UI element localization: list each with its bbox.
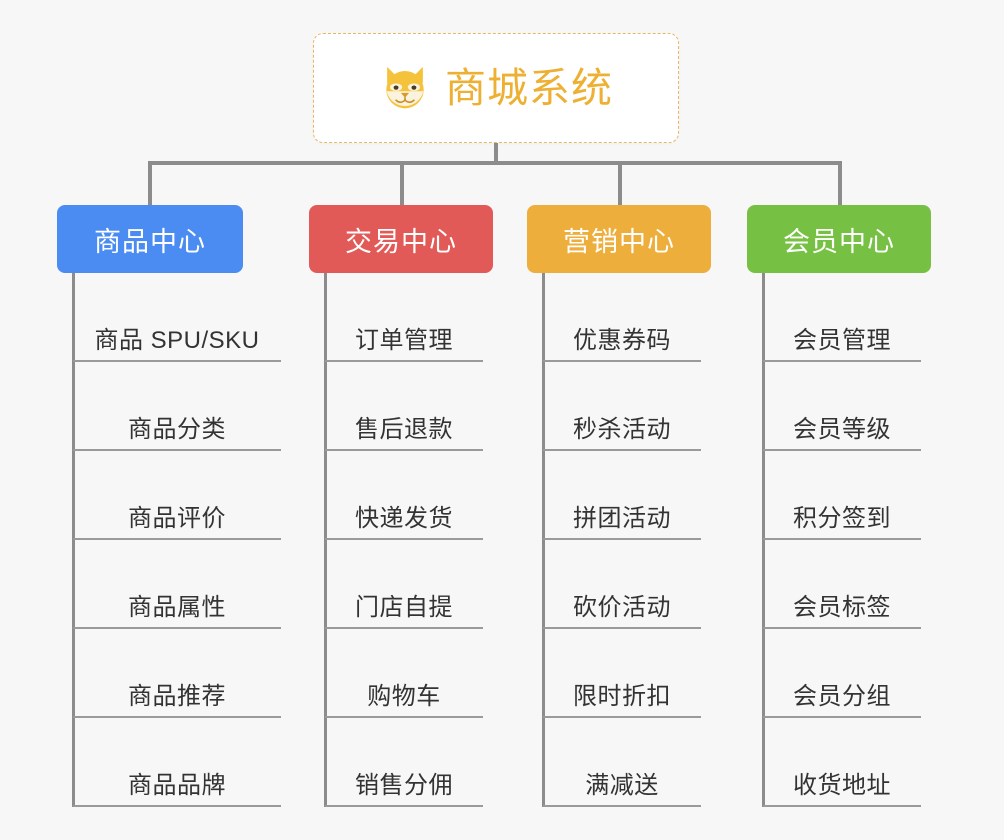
root-node-label: 商城系统: [445, 64, 613, 111]
connector-drop-trade-center: [400, 161, 404, 207]
connector-drop-member-center: [838, 161, 842, 207]
leaf-item-label: 商品属性: [128, 593, 226, 621]
root-node-mall-system[interactable]: 商城系统: [313, 33, 679, 143]
leaf-item-label: 优惠券码: [573, 326, 671, 354]
shiba-dog-face-icon: [386, 66, 424, 109]
column-trunk-product-center: [72, 273, 75, 807]
leaf-item[interactable]: 商品品牌: [73, 718, 281, 807]
column-trunk-trade-center: [324, 273, 327, 807]
leaf-item[interactable]: 优惠券码: [543, 273, 701, 362]
leaf-item[interactable]: 销售分佣: [325, 718, 483, 807]
leaf-list-member-center: 会员管理 会员等级 积分签到 会员标签 会员分组 收货地址: [763, 273, 921, 807]
leaf-item-label: 商品推荐: [128, 682, 226, 710]
leaf-item[interactable]: 商品分类: [73, 362, 281, 451]
leaf-item[interactable]: 商品 SPU/SKU: [73, 273, 281, 362]
leaf-item-label: 拼团活动: [573, 504, 671, 532]
leaf-list-product-center: 商品 SPU/SKU 商品分类 商品评价 商品属性 商品推荐 商品品牌: [73, 273, 281, 807]
category-header-trade-center[interactable]: 交易中心: [309, 205, 493, 273]
leaf-item[interactable]: 砍价活动: [543, 540, 701, 629]
connector-drop-marketing-center: [618, 161, 622, 207]
leaf-item-label: 会员等级: [793, 415, 891, 443]
leaf-item-label: 限时折扣: [573, 682, 671, 710]
category-header-label: 商品中心: [94, 226, 206, 257]
leaf-item-label: 订单管理: [355, 326, 453, 354]
leaf-item[interactable]: 商品评价: [73, 451, 281, 540]
leaf-item[interactable]: 商品推荐: [73, 629, 281, 718]
leaf-item-label: 会员标签: [793, 593, 891, 621]
column-trunk-member-center: [762, 273, 765, 807]
leaf-item[interactable]: 限时折扣: [543, 629, 701, 718]
category-header-member-center[interactable]: 会员中心: [747, 205, 931, 273]
leaf-item-label: 快递发货: [355, 504, 453, 532]
leaf-item[interactable]: 拼团活动: [543, 451, 701, 540]
leaf-item[interactable]: 会员分组: [763, 629, 921, 718]
leaf-item-label: 收货地址: [793, 771, 891, 799]
leaf-item[interactable]: 门店自提: [325, 540, 483, 629]
leaf-item[interactable]: 会员标签: [763, 540, 921, 629]
leaf-item-label: 会员管理: [793, 326, 891, 354]
leaf-item-label: 会员分组: [793, 682, 891, 710]
leaf-list-marketing-center: 优惠券码 秒杀活动 拼团活动 砍价活动 限时折扣 满减送: [543, 273, 701, 807]
leaf-item[interactable]: 秒杀活动: [543, 362, 701, 451]
leaf-item-label: 售后退款: [355, 415, 453, 443]
leaf-item[interactable]: 会员等级: [763, 362, 921, 451]
leaf-item[interactable]: 购物车: [325, 629, 483, 718]
leaf-item-label: 商品 SPU/SKU: [94, 326, 260, 354]
category-header-label: 会员中心: [783, 226, 895, 257]
leaf-item-label: 门店自提: [355, 593, 453, 621]
leaf-item[interactable]: 商品属性: [73, 540, 281, 629]
category-header-marketing-center[interactable]: 营销中心: [527, 205, 711, 273]
category-header-label: 营销中心: [563, 226, 675, 257]
leaf-item-label: 商品分类: [128, 415, 226, 443]
leaf-item-label: 砍价活动: [573, 593, 671, 621]
leaf-item-label: 积分签到: [793, 504, 891, 532]
leaf-item-label: 商品评价: [128, 504, 226, 532]
leaf-item[interactable]: 收货地址: [763, 718, 921, 807]
connector-horizontal-bus: [148, 161, 842, 165]
leaf-item[interactable]: 售后退款: [325, 362, 483, 451]
leaf-item[interactable]: 快递发货: [325, 451, 483, 540]
column-trunk-marketing-center: [542, 273, 545, 807]
leaf-item-label: 商品品牌: [128, 771, 226, 799]
connector-drop-product-center: [148, 161, 152, 207]
leaf-item-label: 满减送: [585, 771, 659, 799]
leaf-item-label: 购物车: [367, 682, 441, 710]
leaf-item[interactable]: 积分签到: [763, 451, 921, 540]
category-header-product-center[interactable]: 商品中心: [57, 205, 243, 273]
connector-root-stem: [494, 143, 498, 165]
leaf-item-label: 销售分佣: [355, 771, 453, 799]
leaf-item[interactable]: 会员管理: [763, 273, 921, 362]
leaf-item[interactable]: 订单管理: [325, 273, 483, 362]
leaf-list-trade-center: 订单管理 售后退款 快递发货 门店自提 购物车 销售分佣: [325, 273, 483, 807]
leaf-item-label: 秒杀活动: [573, 415, 671, 443]
category-header-label: 交易中心: [345, 226, 457, 257]
leaf-item[interactable]: 满减送: [543, 718, 701, 807]
